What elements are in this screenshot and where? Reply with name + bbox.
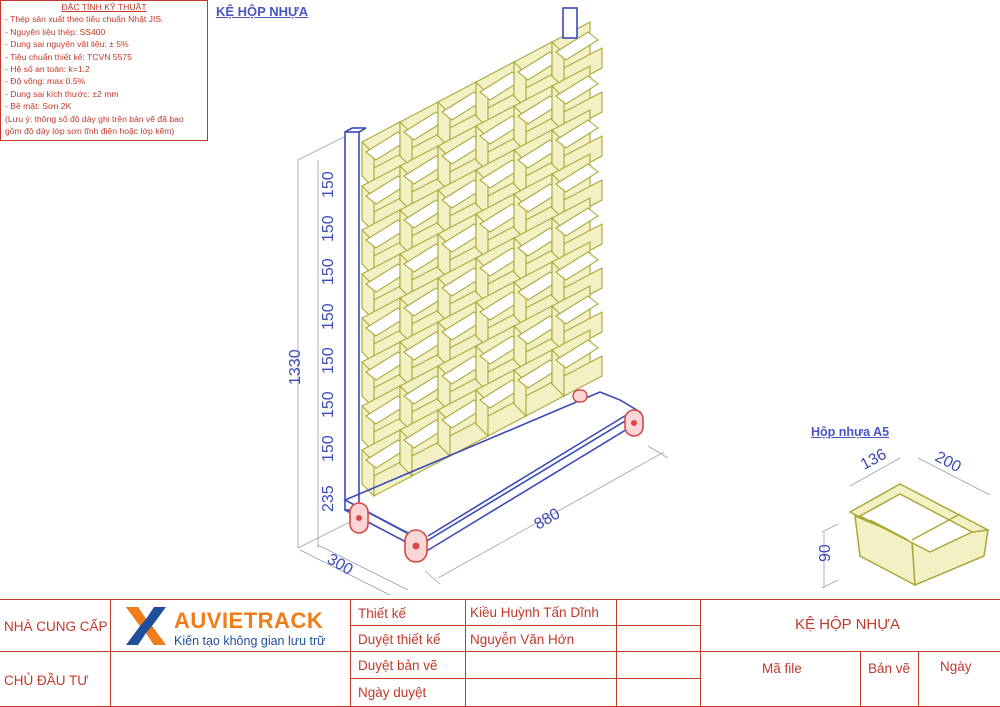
- spec-item: - Dung sai nguyên vật liệu: ± 5%: [5, 39, 129, 50]
- dim-height-total: 1330: [287, 349, 304, 385]
- dimension-lines: [297, 133, 991, 596]
- spec-item: (Lưu ý: thông số độ dày ghi trên bản vẽ …: [5, 113, 184, 124]
- dim-base: 235: [320, 485, 337, 512]
- row-label-drawing-review: Duyệt bản vẽ: [358, 658, 438, 673]
- dim-level-6: 150: [320, 391, 337, 418]
- dim-level-5: 150: [320, 347, 337, 374]
- spec-heading: ĐẶC TÍNH KỸ THUẬT: [61, 2, 147, 12]
- spec-item: - Độ võng: max 0.5%: [5, 76, 86, 87]
- dim-level-1: 150: [320, 171, 337, 198]
- title-block: NHÀ CUNG CẤP CHỦ ĐẦU TƯ AUVIETRACK Kiến …: [0, 599, 1000, 707]
- spec-item: - Bề mặt: Sơn 2K: [5, 101, 72, 112]
- bin-grid: [361, 21, 603, 498]
- rack-drawing: 1330 150 150 150 150 150 150 150 235 300…: [287, 7, 991, 596]
- spec-item: gồm độ dày lớp sơn tĩnh điện hoặc lớp kẽ…: [5, 126, 175, 137]
- dim-length: 880: [532, 505, 564, 533]
- wheel: [349, 502, 369, 534]
- wheel: [404, 529, 428, 563]
- detail-title: Hộp nhựa A5: [811, 425, 890, 439]
- spec-item: - Nguyên liệu thép: SS400: [5, 26, 106, 37]
- dim-level-7: 150: [320, 435, 337, 462]
- dim-bin-width: 136: [858, 446, 890, 474]
- row-label-designer: Thiết kế: [358, 606, 407, 621]
- owner-label: CHỦ ĐẦU TƯ: [4, 673, 89, 688]
- date-label: Ngày: [940, 659, 972, 674]
- wheels: [349, 389, 644, 563]
- dim-bin-length: 200: [932, 449, 964, 477]
- plastic-bin: [551, 329, 603, 398]
- drawing-title: KỆ HỘP NHỰA: [216, 4, 309, 19]
- wheel: [624, 409, 644, 437]
- logo-tagline: Kiến tạo không gian lưu trữ: [174, 634, 326, 648]
- logo-mark-icon: [126, 607, 166, 645]
- spec-item: - Hệ số an toàn: k=1.2: [5, 64, 90, 75]
- company-logo: AUVIETRACK Kiến tạo không gian lưu trữ: [124, 605, 364, 649]
- logo-wordmark: AUVIETRACK: [174, 608, 324, 633]
- row-label-approval-date: Ngày duyệt: [358, 685, 427, 700]
- project-title: KỆ HỘP NHỰA: [795, 616, 901, 633]
- spec-item: - Dung sai kích thước: ±2 mm: [5, 88, 119, 99]
- row-value-designer: Kiều Huỳnh Tấn Dĩnh: [470, 605, 599, 620]
- wheel: [572, 389, 588, 403]
- spec-list: - Thép sản xuất theo tiêu chuẩn Nhật JIS…: [5, 13, 203, 137]
- dim-level-2: 150: [320, 215, 337, 242]
- spec-item: - Tiêu chuẩn thiết kế: TCVN 5575: [5, 51, 132, 62]
- plastic-bin: [513, 41, 565, 110]
- row-value-design-review: Nguyễn Văn Hớn: [470, 632, 575, 647]
- spec-item: - Thép sản xuất theo tiêu chuẩn Nhật JIS…: [5, 14, 164, 25]
- dim-depth: 300: [324, 551, 356, 579]
- dim-level-3: 150: [320, 258, 337, 285]
- supplier-label: NHÀ CUNG CẤP: [4, 619, 108, 634]
- row-label-design-review: Duyệt thiết kế: [358, 632, 441, 647]
- spec-box: ĐẶC TÍNH KỸ THUẬT - Thép sản xuất theo t…: [0, 0, 208, 141]
- dim-bin-height: 90: [817, 544, 834, 562]
- dim-level-4: 150: [320, 303, 337, 330]
- revision-label: Bản vẽ: [868, 661, 911, 676]
- file-code-label: Mã file: [762, 661, 802, 676]
- dimension-labels: 1330 150 150 150 150 150 150 150 235 300…: [287, 171, 964, 579]
- bin-detail: [848, 483, 990, 587]
- plastic-bin: [399, 365, 451, 434]
